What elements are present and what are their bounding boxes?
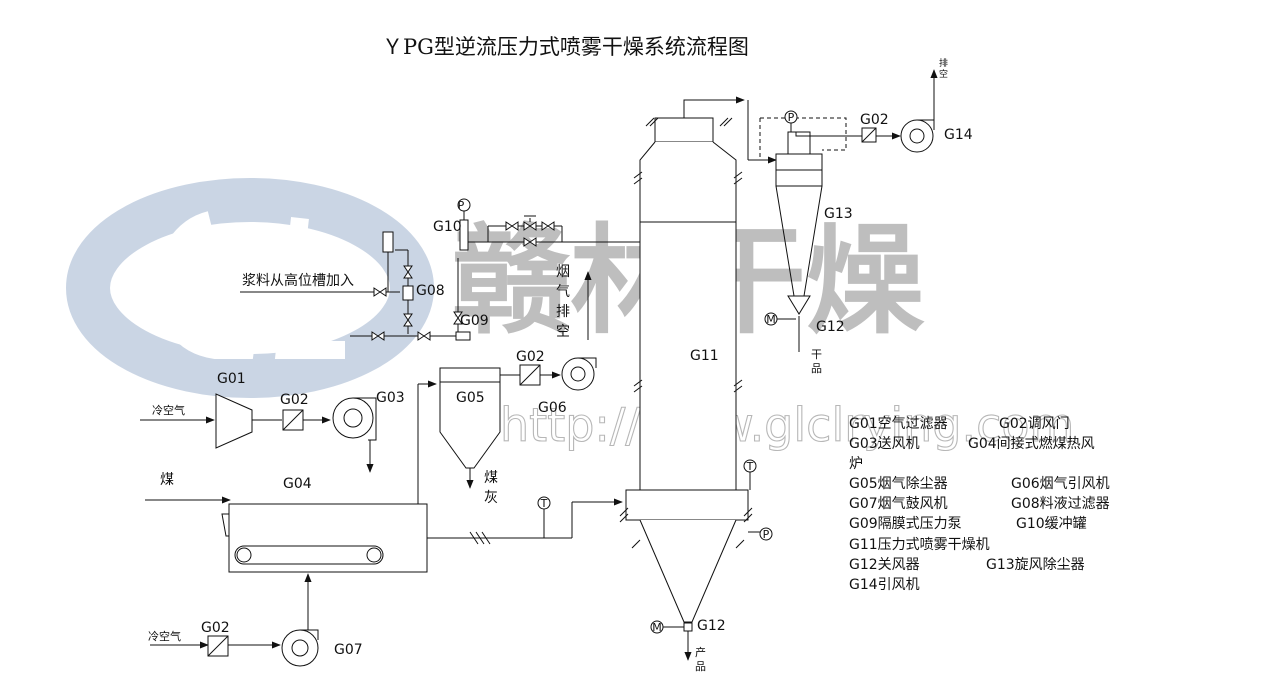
coal-label: 煤 bbox=[160, 472, 174, 488]
legend-item: G14引风机 bbox=[849, 577, 920, 593]
tag-g06: G06 bbox=[538, 400, 567, 416]
furnace-g04 bbox=[145, 380, 623, 630]
svg-text:品: 品 bbox=[811, 362, 822, 375]
svg-text:煤: 煤 bbox=[484, 470, 498, 486]
tag-g02-d: G02 bbox=[860, 112, 889, 128]
legend-item: 炉 bbox=[849, 456, 863, 472]
cold-air-label-1: 冷空气 bbox=[152, 403, 185, 417]
legend-item: G09隔膜式压力泵 bbox=[849, 516, 962, 532]
tag-g02-a: G02 bbox=[280, 392, 309, 408]
equipment-legend: G01空气过滤器 G02调风门 G03送风机 G04间接式燃煤热风 炉 G05烟… bbox=[849, 416, 1110, 593]
dry-product-label: 干 品 bbox=[811, 348, 822, 375]
svg-text:排: 排 bbox=[556, 304, 570, 320]
flue-exhaust-label: 烟 气 排 空 bbox=[556, 264, 570, 340]
t-gauge-dryer: T bbox=[746, 460, 754, 473]
svg-text:品: 品 bbox=[695, 660, 706, 673]
legend-item: G04间接式燃煤热风 bbox=[968, 435, 1095, 452]
tag-g13: G13 bbox=[824, 206, 853, 222]
legend-item: G06烟气引风机 bbox=[1011, 476, 1110, 492]
tag-g02-b: G02 bbox=[516, 349, 545, 365]
p-gauge-dryer: P bbox=[763, 528, 770, 541]
diagram-title: ＹPG型逆流压力式喷雾干燥系统流程图 bbox=[382, 35, 749, 59]
cyclone-g13 bbox=[759, 69, 938, 352]
tag-g04: G04 bbox=[283, 476, 312, 492]
p-gauge-cyclone: P bbox=[788, 111, 795, 124]
svg-text:空: 空 bbox=[939, 68, 948, 80]
tag-g07: G07 bbox=[334, 642, 363, 658]
svg-text:排: 排 bbox=[939, 57, 948, 69]
motor-g12-a: M bbox=[766, 313, 776, 326]
legend-item: G07烟气鼓风机 bbox=[849, 496, 948, 512]
product-label: 产 品 bbox=[695, 645, 706, 673]
flue-dust-collector-g05 bbox=[439, 357, 597, 489]
legend-item: G13旋风除尘器 bbox=[986, 557, 1085, 573]
tag-g02-c: G02 bbox=[201, 620, 230, 636]
tag-g12-a: G12 bbox=[816, 319, 845, 335]
legend-item: G01空气过滤器 bbox=[849, 416, 948, 432]
tag-g14: G14 bbox=[944, 127, 973, 143]
legend-item: G08料液过滤器 bbox=[1011, 496, 1110, 512]
legend-item: G11压力式喷雾干燥机 bbox=[849, 537, 990, 553]
tag-g10: G10 bbox=[433, 219, 462, 235]
slurry-feed-label: 浆料从高位槽加入 bbox=[242, 272, 354, 289]
svg-text:烟: 烟 bbox=[556, 264, 570, 280]
tag-g05: G05 bbox=[456, 390, 485, 406]
legend-item: G10缓冲罐 bbox=[1016, 516, 1087, 532]
svg-text:产: 产 bbox=[695, 645, 706, 659]
tag-g11: G11 bbox=[690, 348, 719, 364]
spray-dryer-g11 bbox=[619, 96, 777, 661]
feed-section: 浆料从高位槽加入 bbox=[240, 198, 689, 341]
tag-g03: G03 bbox=[376, 390, 405, 406]
blower-g07 bbox=[150, 629, 319, 667]
tag-g12-b: G12 bbox=[697, 618, 726, 634]
t-gauge-hot-air: T bbox=[540, 497, 548, 510]
watermark-url: http://www.glclrying.com bbox=[500, 398, 1074, 452]
coal-ash-label: 煤 灰 bbox=[484, 470, 498, 506]
motor-g12-b: M bbox=[652, 621, 662, 634]
exhaust-top-label: 排 空 bbox=[939, 57, 948, 80]
legend-item: G12关风器 bbox=[849, 557, 920, 573]
legend-item: G03送风机 bbox=[849, 436, 920, 452]
p-gauge-g10: P bbox=[458, 199, 465, 212]
tag-g09: G09 bbox=[460, 313, 489, 329]
cold-air-label-2: 冷空气 bbox=[148, 629, 181, 643]
air-supply-train bbox=[140, 393, 377, 473]
tag-g01: G01 bbox=[217, 371, 246, 387]
svg-text:干: 干 bbox=[811, 348, 822, 361]
svg-text:气: 气 bbox=[556, 284, 570, 300]
tag-g08: G08 bbox=[416, 283, 445, 299]
svg-text:空: 空 bbox=[556, 324, 570, 340]
svg-text:灰: 灰 bbox=[484, 490, 498, 506]
legend-item: G05烟气除尘器 bbox=[849, 476, 948, 492]
legend-item: G02调风门 bbox=[999, 416, 1070, 432]
